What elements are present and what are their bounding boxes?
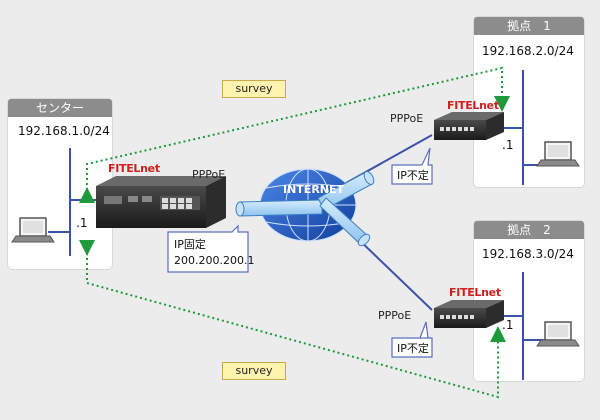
branch2-callout-text: IP不定 — [397, 342, 429, 355]
center-laptop-icon — [11, 217, 55, 243]
branch2-pppoe-label: PPPoE — [378, 309, 412, 322]
center-brand-label: FITELnet — [108, 162, 160, 175]
center-dot-label: .1 — [76, 216, 88, 230]
branch1-pppoe-label: PPPoE — [390, 112, 424, 125]
survey-path-top — [79, 66, 510, 203]
branch2-laptop-icon — [536, 321, 580, 347]
branch1-brand-label: FITELnet — [447, 99, 499, 112]
branch1-site-title: 拠点 1 — [474, 17, 584, 35]
branch2-router-icon — [434, 300, 504, 328]
branch1-dot-label: .1 — [502, 138, 514, 152]
center-router-icon — [96, 176, 226, 228]
branch2-brand-label: FITELnet — [449, 286, 501, 299]
internet-label: INTERNET — [283, 183, 345, 196]
branch2-site-title: 拠点 2 — [474, 221, 584, 239]
tunnel-pipe-center — [235, 199, 323, 217]
branch1-callout-text: IP不定 — [397, 169, 429, 182]
branch1-laptop-icon — [536, 141, 580, 167]
survey-label-top: survey — [222, 80, 286, 98]
center-callout-shape — [167, 224, 249, 273]
branch1-callout-shape — [391, 147, 433, 185]
center-callout-line1: IP固定 — [174, 238, 206, 251]
branch2-dot-label: .1 — [502, 318, 514, 332]
center-pppoe-label: PPPoE — [192, 168, 226, 181]
branch1-router-icon — [434, 112, 504, 140]
center-callout-line2: 200.200.200.1 — [174, 254, 255, 267]
survey-label-bottom: survey — [222, 362, 286, 380]
branch2-callout-shape — [391, 321, 433, 358]
branch1-subnet: 192.168.2.0/24 — [482, 44, 574, 58]
